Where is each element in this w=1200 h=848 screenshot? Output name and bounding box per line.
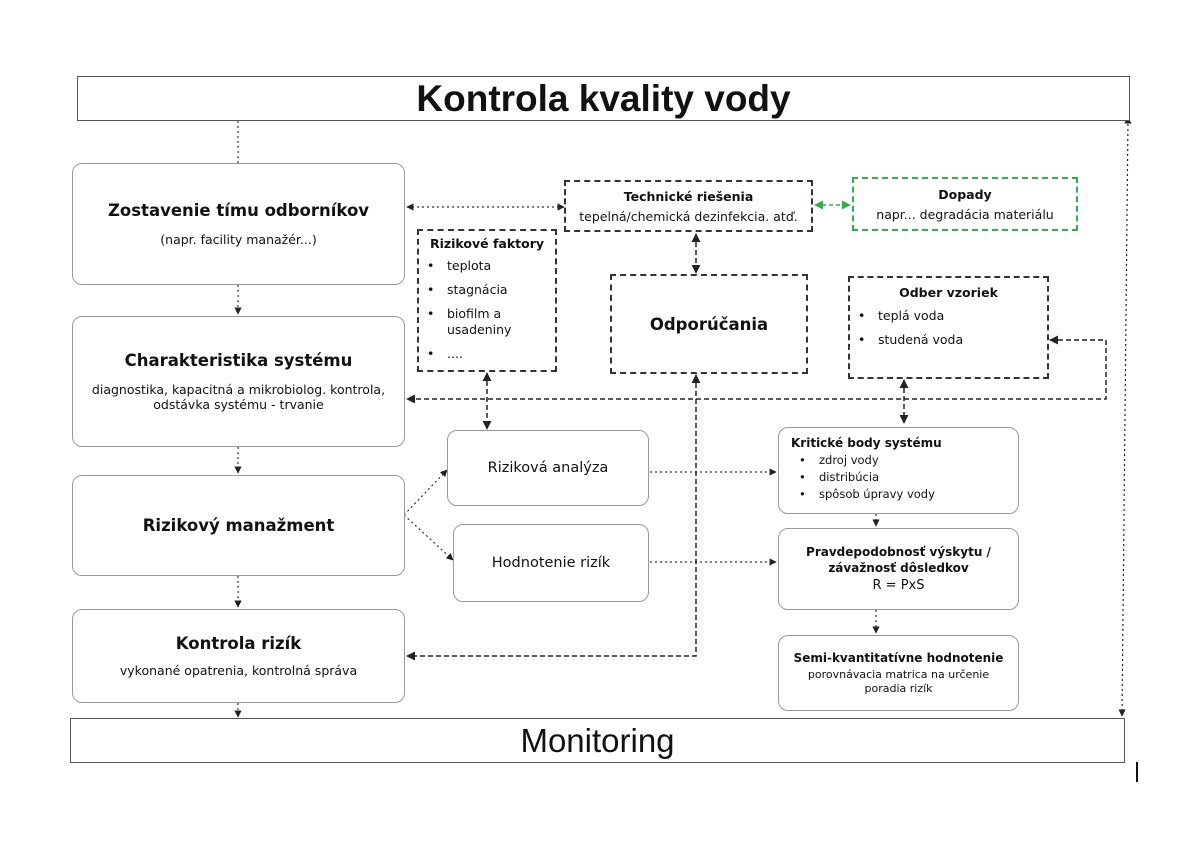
risk-factor-item-continuation: usadeniny [447, 322, 512, 337]
probability-line-1: Pravdepodobnosť výskytu / [806, 545, 991, 559]
probability-line-2: závažnosť dôsledkov [828, 561, 969, 575]
monitoring-banner: Monitoring [70, 718, 1125, 763]
team-subtitle: (napr. facility manažér...) [160, 232, 317, 247]
team-box: Zostavenie tímu odborníkov (napr. facili… [72, 163, 405, 285]
arrow-sampling-system [406, 335, 1107, 404]
risk-control-box: Kontrola rizík vykonané opatrenia, kontr… [72, 609, 405, 703]
monitoring-title: Monitoring [520, 721, 675, 759]
arrow-recommendations-control [406, 374, 701, 661]
sampling-item: teplá voda [858, 308, 1047, 324]
semi-quantitative-box: Semi-kvantitatívne hodnotenie porovnávac… [778, 635, 1019, 711]
critical-point-item: spôsob úpravy vody [799, 486, 1018, 503]
critical-points-box: Kritické body systému zdroj vody distrib… [778, 427, 1019, 514]
recommendations-box: Odporúčania [610, 274, 808, 374]
risk-evaluation-label: Hodnotenie rizík [491, 555, 611, 571]
technical-solutions-subtitle: tepelná/chemická dezinfekcia. atď. [579, 208, 798, 224]
risk-factor-item: biofilm a [427, 306, 555, 322]
semi-quantitative-title: Semi-kvantitatívne hodnotenie [793, 651, 1004, 665]
critical-points-title: Kritické body systému [791, 436, 942, 450]
probability-formula: R = PxS [872, 578, 925, 593]
semi-quantitative-line-2: poradia rizík [864, 682, 933, 695]
impacts-title: Dopady [938, 186, 992, 202]
title-banner: Kontrola kvality vody [77, 76, 1130, 121]
arrow-monitoring-title [1118, 116, 1132, 717]
system-line-2: odstávka systému - trvanie [153, 397, 324, 412]
risk-analysis-label: Riziková analýza [487, 460, 609, 476]
system-box: Charakteristika systému diagnostika, kap… [72, 316, 405, 447]
arrow-mgmt-analysis [403, 469, 448, 516]
team-title: Zostavenie tímu odborníkov [107, 201, 370, 220]
impacts-subtitle: napr... degradácia materiálu [876, 206, 1054, 222]
risk-evaluation-box: Hodnotenie rizík [453, 524, 649, 602]
sampling-item: studená voda [858, 332, 1047, 348]
risk-control-title: Kontrola rizík [175, 634, 302, 653]
semi-quantitative-line-1: porovnávacia matrica na určenie [807, 668, 990, 681]
critical-point-item: distribúcia [799, 469, 1018, 486]
sampling-title: Odber vzoriek [899, 285, 998, 300]
critical-point-item: zdroj vody [799, 452, 1018, 469]
risk-factor-item: .... [427, 346, 555, 362]
risk-control-subtitle: vykonané opatrenia, kontrolná správa [119, 663, 358, 678]
risk-factors-title: Rizikové faktory [429, 236, 545, 251]
risk-factor-item: teplota [427, 258, 555, 274]
recommendations-title: Odporúčania [649, 314, 769, 334]
risk-factors-box: Rizikové faktory teplota stagnácia biofi… [417, 229, 557, 372]
technical-solutions-box: Technické riešenia tepelná/chemická dezi… [564, 180, 813, 232]
system-line-1: diagnostika, kapacitná a mikrobiolog. ko… [91, 382, 386, 397]
risk-management-title: Rizikový manažment [142, 516, 335, 535]
system-title: Charakteristika systému [124, 351, 353, 370]
risk-factor-item: stagnácia [427, 282, 555, 298]
arrow-mgmt-eval [403, 514, 454, 561]
impacts-box: Dopady napr... degradácia materiálu [852, 177, 1078, 231]
page-title: Kontrola kvality vody [416, 77, 791, 119]
probability-box: Pravdepodobnosť výskytu / závažnosť dôsl… [778, 528, 1019, 610]
text-cursor [1136, 762, 1138, 782]
sampling-box: Odber vzoriek teplá voda studená voda [848, 276, 1049, 379]
risk-analysis-box: Riziková analýza [447, 430, 649, 506]
risk-management-box: Rizikový manažment [72, 475, 405, 576]
technical-solutions-title: Technické riešenia [623, 188, 754, 204]
